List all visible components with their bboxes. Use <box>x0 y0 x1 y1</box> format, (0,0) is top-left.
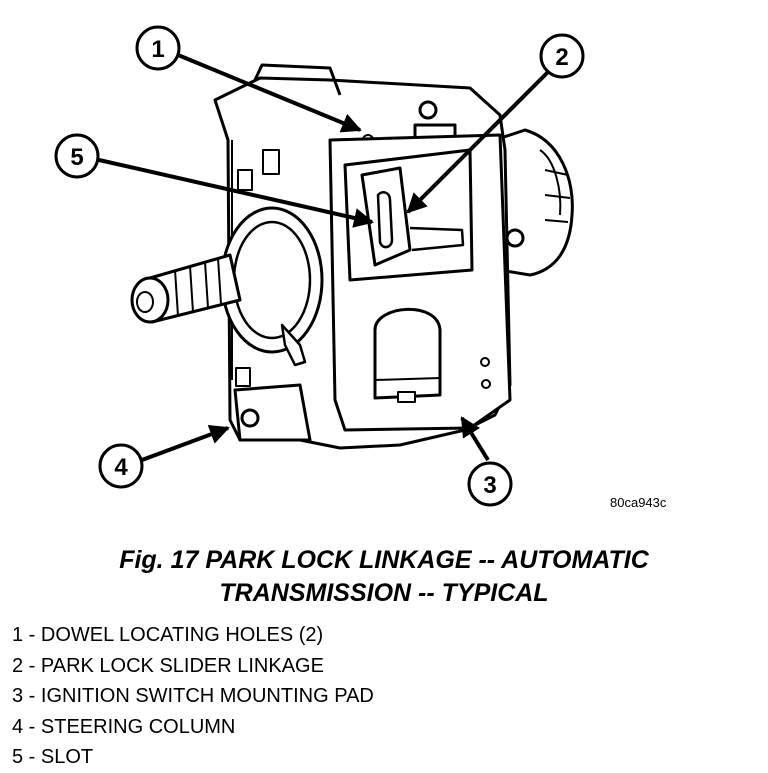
callout-3-label: 3 <box>483 472 496 499</box>
callout-5-label: 5 <box>70 144 83 171</box>
legend-item: 3 - IGNITION SWITCH MOUNTING PAD <box>12 685 374 707</box>
callout-2: 2 <box>539 33 585 79</box>
legend-item: 4 - STEERING COLUMN <box>12 715 236 738</box>
leader-arrows <box>98 53 550 462</box>
callout-3: 3 <box>467 461 513 507</box>
callout-4: 4 <box>98 443 144 489</box>
park-lock-linkage-illustration: 1 2 3 4 5 80ca943c <box>54 25 667 510</box>
legend-item: 5 - SLOT <box>12 746 94 768</box>
legend-item: 1 - DOWEL LOCATING HOLES (2) <box>12 624 324 646</box>
callout-2-label: 2 <box>555 44 568 71</box>
legend-item: 2 - PARK LOCK SLIDER LINKAGE <box>12 654 324 677</box>
caption-line-2: TRANSMISSION -- TYPICAL <box>219 579 549 607</box>
callout-1: 1 <box>135 25 181 71</box>
shaft-assembly <box>130 206 324 367</box>
legend-list: 1 - DOWEL LOCATING HOLES (2) 2 - PARK LO… <box>12 620 374 773</box>
caption-line-1: Fig. 17 PARK LOCK LINKAGE -- AUTOMATIC <box>119 546 649 574</box>
callout-5: 5 <box>54 133 100 179</box>
callout-1-label: 1 <box>151 36 164 63</box>
figure-caption: Fig. 17 PARK LOCK LINKAGE -- AUTOMATIC T… <box>0 544 768 610</box>
callout-4-label: 4 <box>114 454 128 481</box>
figure-code: 80ca943c <box>610 495 667 510</box>
